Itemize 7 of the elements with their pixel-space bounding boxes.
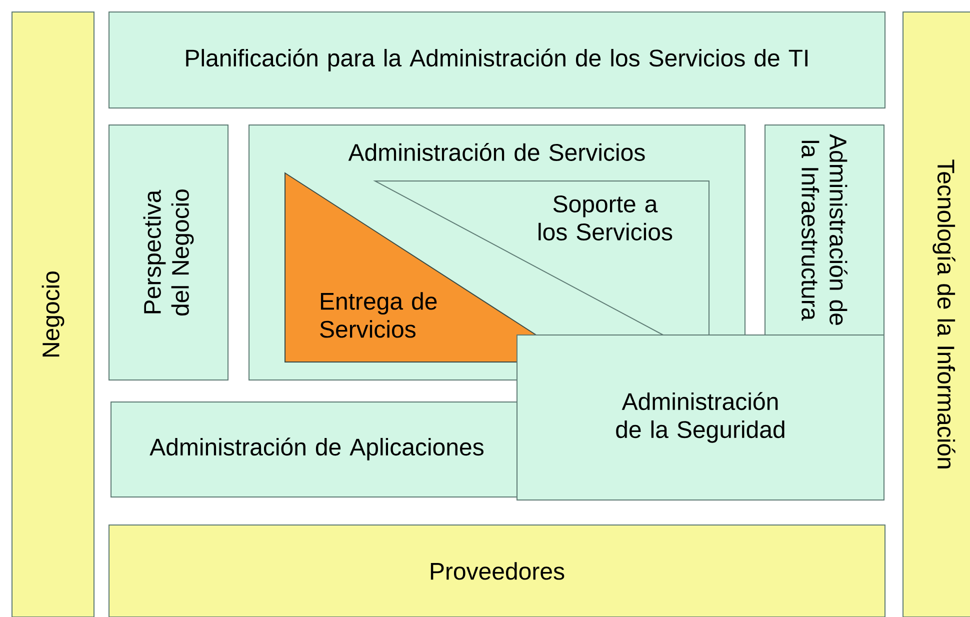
side-band: Tecnología de la Información: [902, 12, 970, 617]
side-band: Proveedores: [108, 524, 886, 617]
process-box: Administración de la Infraestructura: [764, 124, 884, 336]
side-band: Negocio: [12, 12, 94, 617]
process-box: Perspectiva del Negocio: [108, 124, 228, 380]
process-box: Planificación para la Administración de los Servicios de TI: [108, 12, 886, 108]
process-box: Administración de Aplicaciones: [110, 402, 540, 498]
